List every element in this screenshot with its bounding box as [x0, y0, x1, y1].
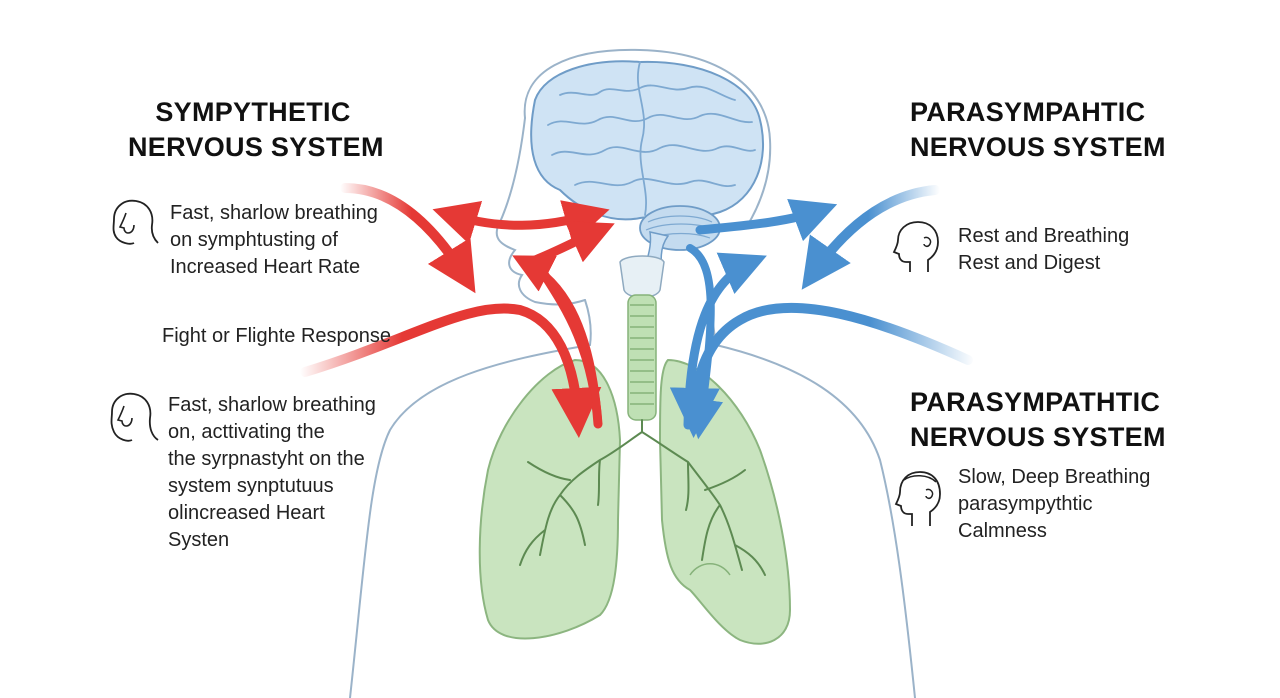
parasympathetic-note-top: Rest and Breathing Rest and Digest: [958, 223, 1129, 277]
parasympathetic-note-bottom: Slow, Deep Breathing parasympythtic Calm…: [958, 464, 1150, 545]
sympathetic-note-2: Fast, sharlow breathing on, acttivating …: [168, 392, 376, 554]
parasympathetic-title-top: PARASYMPAHTIC NERVOUS SYSTEM: [910, 95, 1166, 165]
sympathetic-title-line-1: SYMPYTHETIC: [155, 97, 351, 127]
face-profile: [495, 117, 586, 306]
parasympathetic-title-bottom-line-1: PARASYMPATHTIC: [910, 387, 1161, 417]
brain: [530, 60, 765, 269]
sympathetic-note-2-line-2: on, acttivating the: [168, 421, 325, 443]
parasympathetic-title-bottom-line-2: NERVOUS SYSTEM: [910, 422, 1166, 452]
sympathetic-note-2-line-3: the syrpnastyht on the: [168, 448, 365, 470]
left-shoulder: [349, 344, 591, 698]
parasympathetic-note-top-line-2: Rest and Digest: [958, 252, 1101, 274]
bronchi: [519, 419, 766, 576]
head-profile-icon: [892, 221, 939, 272]
sympathetic-title-line-2: NERVOUS SYSTEM: [128, 132, 384, 162]
head-outline: [523, 48, 772, 229]
blue-arrow-brain-right: [695, 199, 838, 242]
fight-or-flight-label: Fight or Flighte Response: [162, 325, 392, 347]
head-profile-icon: [894, 471, 941, 526]
body-outline: [349, 48, 916, 698]
parasympathetic-title-top-line-2: NERVOUS SYSTEM: [910, 132, 1166, 162]
blue-arrow-long-right: [669, 302, 973, 438]
blue-arrow-curve-right: [801, 185, 940, 290]
sympathetic-note-2-line-6: Systen: [168, 529, 230, 551]
right-shoulder: [715, 344, 916, 698]
red-arrow-curve-left: [340, 183, 476, 294]
trachea: [619, 255, 665, 421]
sympathetic-note-2-line-1: Fast, sharlow breathing: [168, 394, 376, 416]
parasympathetic-title-bottom: PARASYMPATHTIC NERVOUS SYSTEM: [910, 385, 1166, 455]
trachea-tube: [627, 294, 657, 421]
larynx: [619, 255, 665, 299]
woman-face-icon: [112, 199, 159, 245]
sympathetic-arrows: [300, 183, 615, 438]
red-arrow-down-left: [300, 303, 602, 438]
parasympathetic-arrows: [669, 185, 973, 440]
sympathetic-note-1: Fast, sharlow breathing on symphtusting …: [170, 200, 378, 281]
woman-face-icon: [110, 392, 159, 442]
sympathetic-note-2-line-5: olincreased Heart: [168, 502, 325, 524]
parasympathetic-title-top-line-1: PARASYMPAHTIC: [910, 97, 1146, 127]
sympathetic-note-1-line-3: Increased Heart Rate: [170, 256, 361, 278]
trachea-rings: [630, 304, 654, 405]
red-arrow-double: [432, 200, 610, 244]
parasympathetic-note-top-line-1: Rest and Breathing: [958, 225, 1130, 247]
sympathetic-title: SYMPYTHETIC NERVOUS SYSTEM: [128, 95, 384, 165]
right-lung: [658, 358, 792, 645]
brain-folds: [547, 61, 756, 216]
parasympathetic-note-bottom-line-2: parasympythtic: [958, 493, 1093, 515]
right-lung-lobe: [689, 563, 731, 576]
parasympathetic-note-bottom-line-1: Slow, Deep Breathing: [958, 466, 1151, 488]
sympathetic-note-2-line-4: system synptutuus: [168, 475, 334, 497]
sympathetic-note-1-line-1: Fast, sharlow breathing: [170, 202, 378, 224]
red-arrow-neck-down: [512, 255, 602, 424]
parasympathetic-note-bottom-line-3: Calmness: [958, 520, 1047, 542]
sympathetic-note-1-line-2: on symphtusting of: [170, 229, 338, 251]
